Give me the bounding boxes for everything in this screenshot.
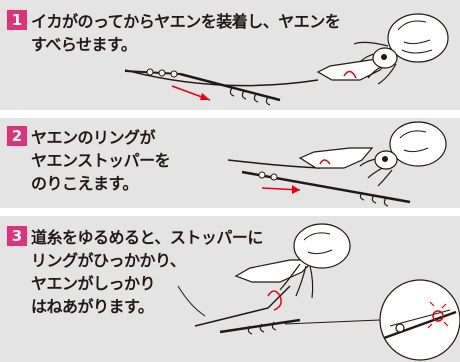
yaen-hooks <box>359 191 389 207</box>
yaen-shaft <box>179 72 281 102</box>
zoom-detail-circle <box>379 279 460 361</box>
step-1-illustration <box>124 13 449 106</box>
squid-with-bait-icon <box>298 121 447 187</box>
step-1-number: 1 <box>7 10 27 30</box>
step-3-text: 道糸をゆるめると、ストッパーに リングがひっかかり、 ヤエンがしっかり はねあが… <box>31 228 263 316</box>
step-2-number: 2 <box>7 126 27 146</box>
step-1-text: イカがのってからヤエンを装着し、ヤエンを すべらせます。 <box>31 12 341 54</box>
slack-line <box>177 285 206 317</box>
step-1-panel: 1 イカがのってからヤエンを装着し、ヤエンを すべらせます。 <box>0 0 460 110</box>
yaen-shaft <box>219 318 301 334</box>
fishing-line <box>227 159 321 169</box>
yaen-rings <box>146 68 178 78</box>
slide-arrowhead <box>200 93 210 100</box>
step-2-text: ヤエンのリングが ヤエンストッパーを のりこえます。 <box>31 128 171 193</box>
step-3-panel: 3 道糸をゆるめると、ストッパーに リングがひっかかり、 ヤエンがしっかり はね… <box>0 216 460 362</box>
step-2-illustration <box>227 121 447 207</box>
step-3-illustration <box>177 223 460 361</box>
yaen-hooks <box>247 321 277 335</box>
yaen-shaft <box>241 170 411 204</box>
pointer-line <box>284 319 381 325</box>
fishing-line <box>194 285 291 327</box>
yaen-hooks <box>229 87 271 106</box>
step-3-number: 3 <box>7 226 27 246</box>
step-2-panel: 2 ヤエンのリングが ヤエンストッパーを のりこえます。 <box>0 118 460 208</box>
slide-arrowhead <box>292 185 300 194</box>
squid-with-bait-icon <box>234 223 351 311</box>
yaen-rings <box>258 171 278 181</box>
squid-with-bait-icon <box>316 13 449 85</box>
